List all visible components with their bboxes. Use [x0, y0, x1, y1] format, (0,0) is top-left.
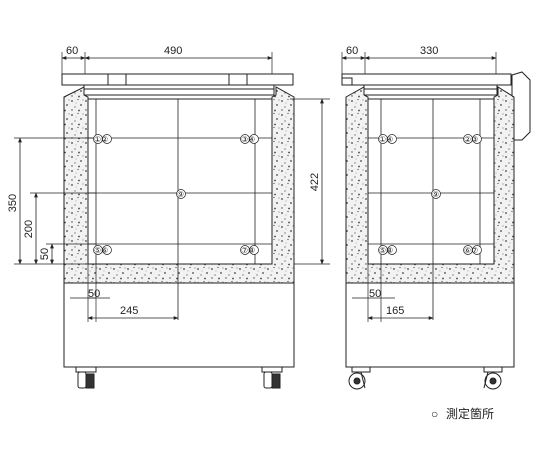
- measurement-point-marker: [472, 134, 482, 144]
- side-cavity: [367, 98, 495, 265]
- front-dim-50-bottom-label: 50: [88, 288, 100, 300]
- front-dim-50-label: 50: [39, 248, 51, 260]
- side-dim-330-label: 330: [420, 45, 438, 57]
- front-lid: [61, 73, 294, 86]
- side-view: [341, 52, 531, 390]
- side-point-label-top-right: ②③: [464, 135, 478, 144]
- side-points: [378, 134, 482, 255]
- front-view: [14, 52, 330, 389]
- side-lid-lower: [363, 84, 498, 96]
- side-control-box: [511, 71, 531, 141]
- side-lid-lip: [341, 77, 353, 86]
- measurement-point-marker: [249, 245, 259, 255]
- front-point-label-center: ⑨: [177, 190, 184, 199]
- measurement-point-marker: [431, 189, 441, 199]
- front-point-label-top-right: ③④: [241, 135, 255, 144]
- legend-label: 測定箇所: [446, 406, 494, 421]
- front-dim-245-label: 245: [120, 305, 138, 317]
- front-lid-handle-right: [228, 73, 248, 86]
- front-point-label-bottom-left: ⑤⑥: [94, 246, 108, 255]
- measurement-point-marker: [102, 134, 112, 144]
- measurement-point-marker: [249, 134, 259, 144]
- side-caster-left: [348, 366, 371, 390]
- side-dim-50-bottom-label: 50: [369, 288, 381, 300]
- front-cabinet: [63, 282, 295, 368]
- side-cabinet: [345, 282, 515, 368]
- front-lid-lower: [83, 84, 275, 96]
- side-lid: [341, 73, 512, 86]
- front-caster-left: [75, 366, 97, 389]
- measurement-point-marker: [387, 134, 397, 144]
- front-dim-422-label: 422: [309, 173, 321, 191]
- front-lid-handle-left: [107, 73, 127, 86]
- front-caster-right: [261, 366, 283, 389]
- measurement-point-marker: [387, 245, 397, 255]
- front-dim-490-label: 490: [164, 45, 182, 57]
- side-caster-right: [483, 366, 503, 390]
- side-point-label-bottom-right: ⑥⑦: [464, 246, 478, 255]
- measurement-point-marker: [102, 245, 112, 255]
- side-dim-165-label: 165: [386, 305, 404, 317]
- measurement-point-marker: [176, 189, 186, 199]
- side-point-label-center: ⑨: [432, 190, 439, 199]
- side-point-label-top-left: ①④: [379, 135, 393, 144]
- legend-marker-icon: ○: [431, 407, 438, 421]
- side-dim-60-label: 60: [346, 45, 358, 57]
- side-point-label-bottom-left: ⑤⑧: [379, 246, 393, 255]
- front-point-label-top-left: ①②: [94, 135, 108, 144]
- measurement-point-marker: [472, 245, 482, 255]
- front-dim-200-label: 200: [23, 220, 35, 238]
- front-points: [93, 134, 259, 255]
- front-cavity: [87, 98, 273, 265]
- front-point-label-bottom-right: ⑦⑧: [241, 246, 255, 255]
- front-dim-350-label: 350: [7, 194, 19, 212]
- front-dim-60-label: 60: [66, 45, 78, 57]
